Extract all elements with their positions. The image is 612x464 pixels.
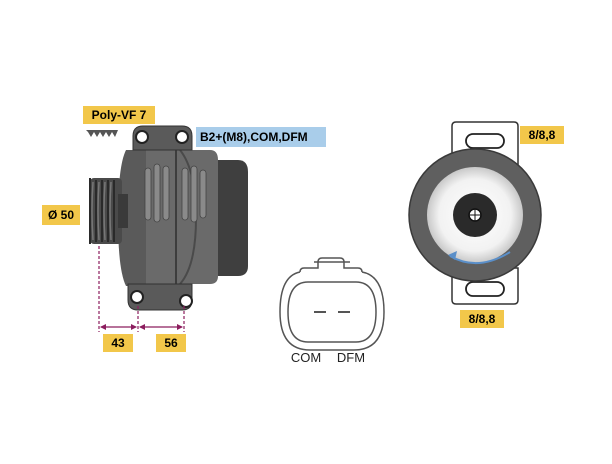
svg-text:B2+(M8),COM,DFM: B2+(M8),COM,DFM [200, 130, 308, 144]
svg-text:56: 56 [164, 336, 178, 350]
svg-text:8/8,8: 8/8,8 [529, 128, 556, 142]
mount-hole-label-bottom: 8/8,8 [460, 310, 504, 328]
alternator-side-view [86, 125, 248, 311]
dimension-label-43: 43 [103, 334, 133, 352]
bottom-mounting-lug [127, 283, 193, 311]
top-mounting-lug [132, 125, 193, 151]
svg-text:Poly-VF 7: Poly-VF 7 [92, 108, 147, 122]
terminal-label: B2+(M8),COM,DFM [196, 127, 326, 147]
pulley [89, 178, 128, 244]
svg-text:Ø 50: Ø 50 [48, 208, 74, 222]
mount-hole-label-top: 8/8,8 [520, 126, 564, 144]
svg-text:8/8,8: 8/8,8 [469, 312, 496, 326]
pulley-diameter-label: Ø 50 [42, 205, 80, 225]
pulley-type-label: Poly-VF 7 [83, 106, 155, 124]
svg-text:43: 43 [111, 336, 125, 350]
connector-pin-dfm: DFM [337, 350, 365, 365]
alternator-rear-view [408, 121, 542, 305]
dimension-lines [98, 246, 185, 332]
dimension-label-56: 56 [156, 334, 186, 352]
connector-pin-com: COM [291, 350, 321, 365]
belt-profile-icon [86, 130, 118, 137]
connector-plug [279, 257, 385, 351]
